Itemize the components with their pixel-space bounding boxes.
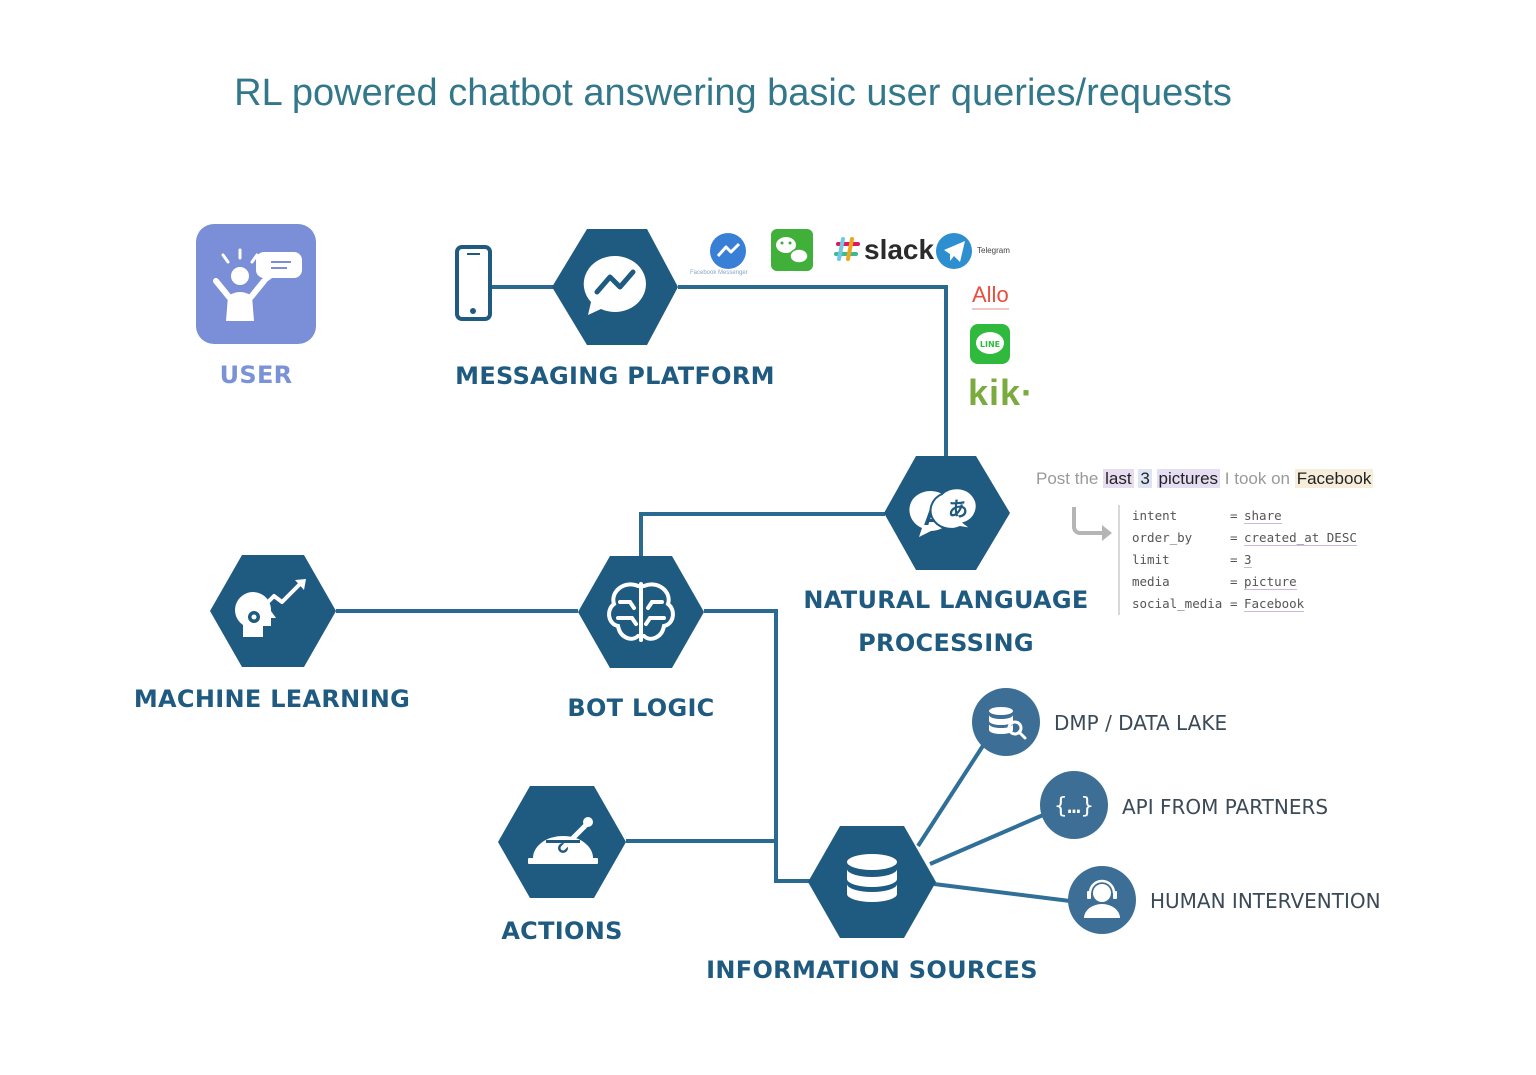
equals-sign: =	[1230, 596, 1238, 611]
intent-key: media	[1132, 574, 1170, 589]
facebook-messenger-logo	[710, 233, 746, 269]
info-to-human-line	[933, 882, 1079, 904]
example-highlight-facebook: Facebook	[1294, 469, 1374, 488]
equals-sign: =	[1230, 530, 1238, 545]
page-title: RL powered chatbot answering basic user …	[234, 72, 1232, 114]
intent-key: order_by	[1132, 530, 1193, 545]
svg-text:あ: あ	[948, 497, 968, 521]
user-node	[196, 224, 316, 344]
braces-icon: {…}	[1054, 794, 1094, 819]
nlp-label-line2: PROCESSING	[858, 629, 1034, 657]
intent-key: limit	[1132, 552, 1170, 567]
example-part: I took on	[1220, 469, 1295, 488]
machine-learning-label: MACHINE LEARNING	[133, 685, 411, 713]
slack-wordmark: slack	[864, 234, 935, 265]
info-to-dmp-line	[916, 736, 990, 848]
info-to-api-line	[929, 810, 1051, 866]
facebook-messenger-caption: Facebook Messenger	[690, 270, 748, 276]
intent-value: share	[1244, 508, 1282, 524]
translate-icon: A あ	[909, 487, 978, 537]
intent-key: intent	[1132, 508, 1178, 523]
telegram-caption: Telegram	[977, 246, 1010, 255]
intent-row: intent = share	[1132, 505, 1357, 527]
intent-key: social_media	[1132, 596, 1223, 611]
intent-value: 3	[1244, 552, 1252, 568]
nlp-to-botlogic-line	[639, 512, 885, 560]
database-search-icon	[989, 707, 1027, 740]
messaging-platform-label: MESSAGING PLATFORM	[455, 362, 775, 390]
example-highlight-last: last	[1103, 469, 1134, 488]
example-space	[1152, 469, 1157, 488]
intent-row: social_media = Facebook	[1132, 593, 1357, 615]
line-logo: LINE	[970, 324, 1010, 364]
hexagon-messaging	[552, 229, 678, 345]
support-agent-icon	[1084, 879, 1120, 918]
messaging-to-nlp-line	[678, 285, 948, 460]
intent-value: picture	[1244, 574, 1297, 590]
equals-sign: =	[1230, 574, 1238, 589]
source-api-node: {…}	[1040, 771, 1108, 839]
example-sentence: Post the last 3 pictures I took on Faceb…	[1036, 469, 1374, 489]
intent-value: created_at DESC	[1244, 530, 1357, 546]
source-human-label: HUMAN INTERVENTION	[1150, 889, 1381, 913]
equals-sign: =	[1230, 552, 1238, 567]
bot-logic-label: BOT LOGIC	[567, 694, 715, 722]
head-gear-growth-icon	[235, 579, 306, 637]
line-logo-text: LINE	[980, 340, 1000, 349]
actions-label: ACTIONS	[501, 917, 623, 945]
allo-wordmark: Allo	[972, 282, 1009, 310]
source-dmp-node	[972, 688, 1040, 756]
intent-value: Facebook	[1244, 596, 1305, 612]
source-human-node	[1068, 866, 1136, 934]
intent-row: limit = 3	[1132, 549, 1357, 571]
kik-wordmark: kik·	[968, 372, 1035, 413]
hexagon-nlp: A あ	[884, 456, 1010, 570]
wechat-logo	[771, 229, 813, 271]
messenger-bolt-icon	[583, 255, 646, 315]
hexagon-bot-logic	[578, 556, 704, 668]
hexagon-information-sources	[808, 826, 936, 938]
smartphone-icon	[455, 245, 492, 321]
lever-icon	[528, 817, 598, 864]
intent-row: media = picture	[1132, 571, 1357, 593]
information-sources-label: INFORMATION SOURCES	[706, 956, 1038, 984]
example-highlight-pictures: pictures	[1156, 469, 1221, 488]
equals-sign: =	[1230, 508, 1238, 523]
source-dmp-label: DMP / DATA LAKE	[1054, 711, 1228, 735]
connector-lines	[316, 285, 1079, 904]
hexagon-machine-learning	[210, 555, 336, 667]
nlp-label-line1: NATURAL LANGUAGE	[803, 586, 1089, 614]
brain-circuit-icon	[607, 582, 675, 642]
intent-row: order_by = created_at DESC	[1132, 527, 1357, 549]
bend-arrow-icon	[1072, 507, 1112, 541]
example-part: Post the	[1036, 469, 1104, 488]
telegram-logo	[936, 233, 972, 269]
slack-logo	[834, 237, 860, 261]
example-highlight-number: 3	[1138, 469, 1152, 488]
user-label: USER	[219, 361, 293, 389]
botlogic-to-infosources-line	[704, 609, 812, 883]
source-api-label: API FROM PARTNERS	[1122, 795, 1329, 819]
hexagon-actions	[498, 786, 626, 898]
parsed-intent-table: intent = share order_by = created_at DESC li…	[1118, 505, 1357, 615]
person-speech-icon	[213, 248, 302, 321]
database-icon	[847, 854, 897, 902]
